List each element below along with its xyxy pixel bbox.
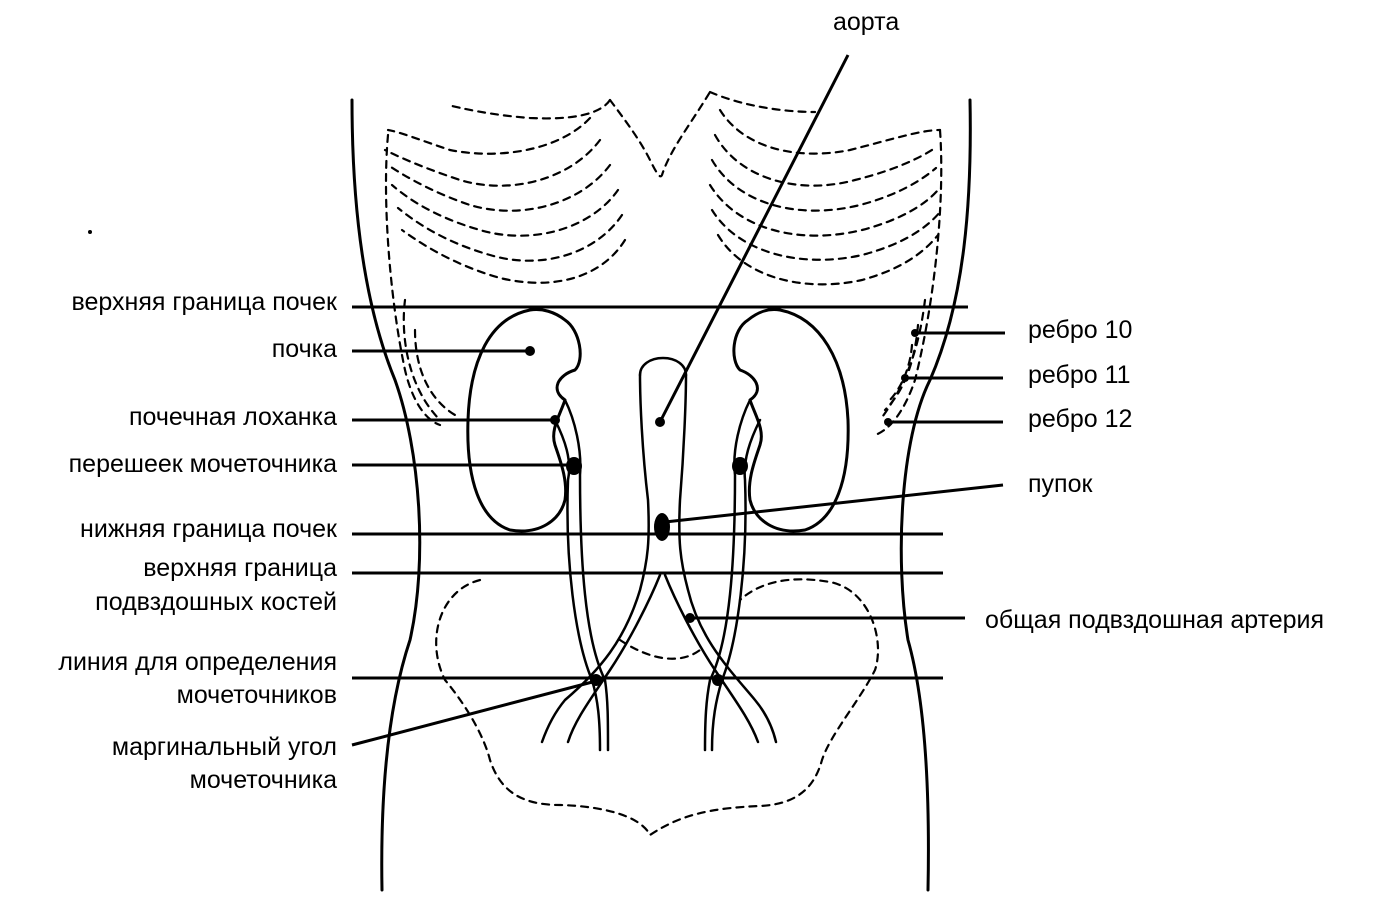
label-ureter-line-1: линия для определения (58, 648, 337, 676)
leader-lines (351, 54, 1005, 747)
label-navel: пупок (1028, 470, 1093, 498)
label-common-iliac-artery: общая подвздошная артерия (985, 606, 1324, 634)
label-upper-kidney-border: верхняя граница почек (72, 288, 339, 316)
label-ureter-line-2: мочеточников (177, 681, 337, 709)
label-rib12: ребро 12 (1028, 405, 1132, 433)
left-ureter (553, 398, 610, 752)
label-lower-kidney-border: нижняя граница почек (80, 515, 338, 543)
label-ureter-isthmus: перешеек мочеточника (69, 450, 337, 478)
label-kidney: почка (272, 335, 337, 363)
rib-cage (383, 90, 943, 437)
marker-dots (88, 230, 919, 686)
label-upper-iliac-border-2: подвздошных костей (95, 588, 337, 616)
right-labels: аорта ребро 10 ребро 11 ребро 12 пупок о… (833, 8, 1324, 634)
label-marginal-angle-1: маргинальный угол (112, 733, 337, 761)
aorta-vessel (540, 356, 778, 744)
label-marginal-angle-2: мочеточника (190, 766, 337, 794)
label-rib11: ребро 11 (1028, 361, 1131, 389)
label-upper-iliac-border-1: верхняя граница (143, 554, 337, 582)
label-aorta: аорта (833, 8, 899, 36)
torso-outline (350, 98, 972, 892)
right-kidney (732, 308, 850, 533)
level-lines (352, 305, 968, 680)
left-labels: верхняя граница почек почка почечная лох… (58, 288, 338, 794)
label-rib10: ребро 10 (1028, 316, 1132, 344)
label-renal-pelvis: почечная лоханка (129, 403, 337, 431)
navel-dot (654, 513, 670, 541)
